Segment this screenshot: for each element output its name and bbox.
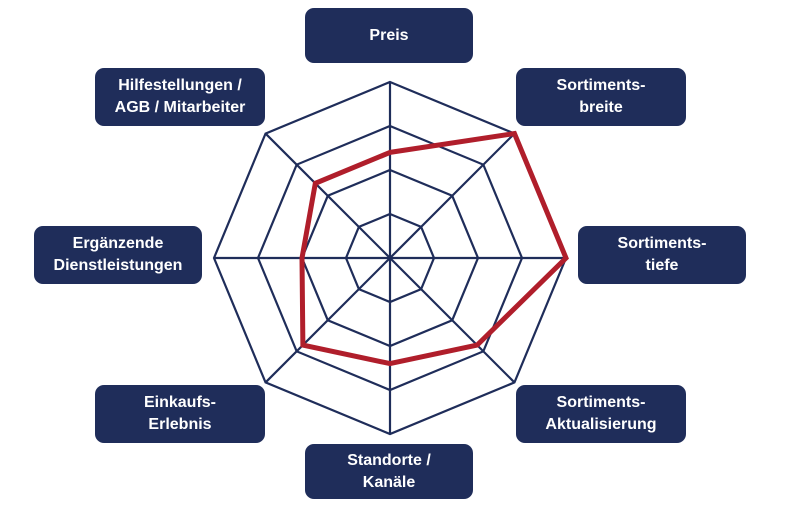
axis-label-line: Preis [369, 26, 409, 44]
axis-label-6: Einkaufs- Erlebnis [95, 385, 265, 443]
axis-label-line: tiefe [645, 257, 679, 274]
axis-label-line: AGB / Mitarbeiter [114, 99, 246, 116]
series-line-1 [299, 130, 569, 367]
axis-label-1: Preis [305, 8, 473, 63]
grid-spoke-8 [264, 132, 391, 259]
axis-label-2: Sortiments-breite [516, 68, 686, 126]
axis-label-line: breite [579, 99, 623, 116]
grid-spoke-2 [389, 132, 516, 259]
axis-label-line: Ergänzende [72, 235, 164, 252]
series-layer [299, 130, 569, 367]
axis-label-line: Sortiments- [617, 235, 707, 252]
axis-label-line: Hilfestellungen / [118, 77, 242, 94]
axis-label-line: Aktualisierung [545, 416, 657, 433]
axis-label-3: Sortiments-tiefe [578, 226, 746, 284]
grid-spoke-4 [389, 257, 516, 384]
axis-label-line: Standorte / [347, 451, 431, 469]
axis-label-5: Standorte / Kanäle [305, 444, 473, 499]
axis-label-line: Erlebnis [148, 416, 212, 433]
axis-label-line: Sortiments- [556, 77, 646, 94]
axis-label-8: Hilfestellungen / AGB / Mitarbeiter [95, 68, 265, 126]
axis-label-4: Sortiments- Aktualisierung [516, 385, 686, 443]
axis-label-line: Kanäle [362, 473, 416, 491]
axis-label-line: Dienstleistungen [53, 257, 183, 274]
axis-label-line: Einkaufs- [143, 394, 216, 411]
grid-spoke-6 [264, 257, 391, 384]
axis-label-line: Sortiments- [556, 394, 646, 411]
